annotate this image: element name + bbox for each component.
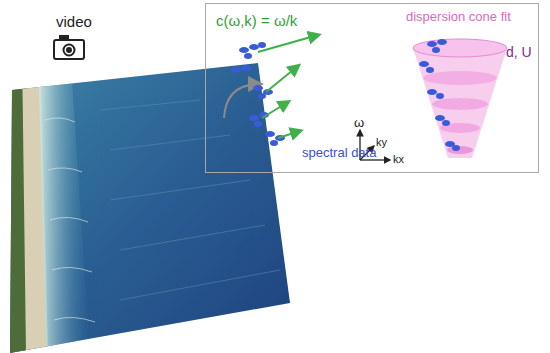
aerial-photo (0, 50, 300, 353)
axis-label: ky (376, 136, 387, 148)
axis-label: ω (354, 116, 364, 130)
phase-speed-formula: c(ω,k) = ω/k (216, 12, 297, 29)
phase-speed-arrows (258, 35, 318, 138)
axis-label: kx (393, 153, 404, 165)
fit-label: dispersion cone fit (406, 10, 511, 25)
dispersion-cone (413, 39, 507, 158)
cone-data-points (419, 39, 460, 151)
panel-box: c(ω,k) = ω/k spectral data dispersion cone… (205, 3, 539, 173)
spectral-data-points (231, 42, 285, 146)
video-camera-icon (54, 36, 84, 59)
data-label: spectral data (302, 146, 376, 161)
parameter-label: d, U (506, 44, 532, 60)
device-label: video (56, 14, 92, 31)
